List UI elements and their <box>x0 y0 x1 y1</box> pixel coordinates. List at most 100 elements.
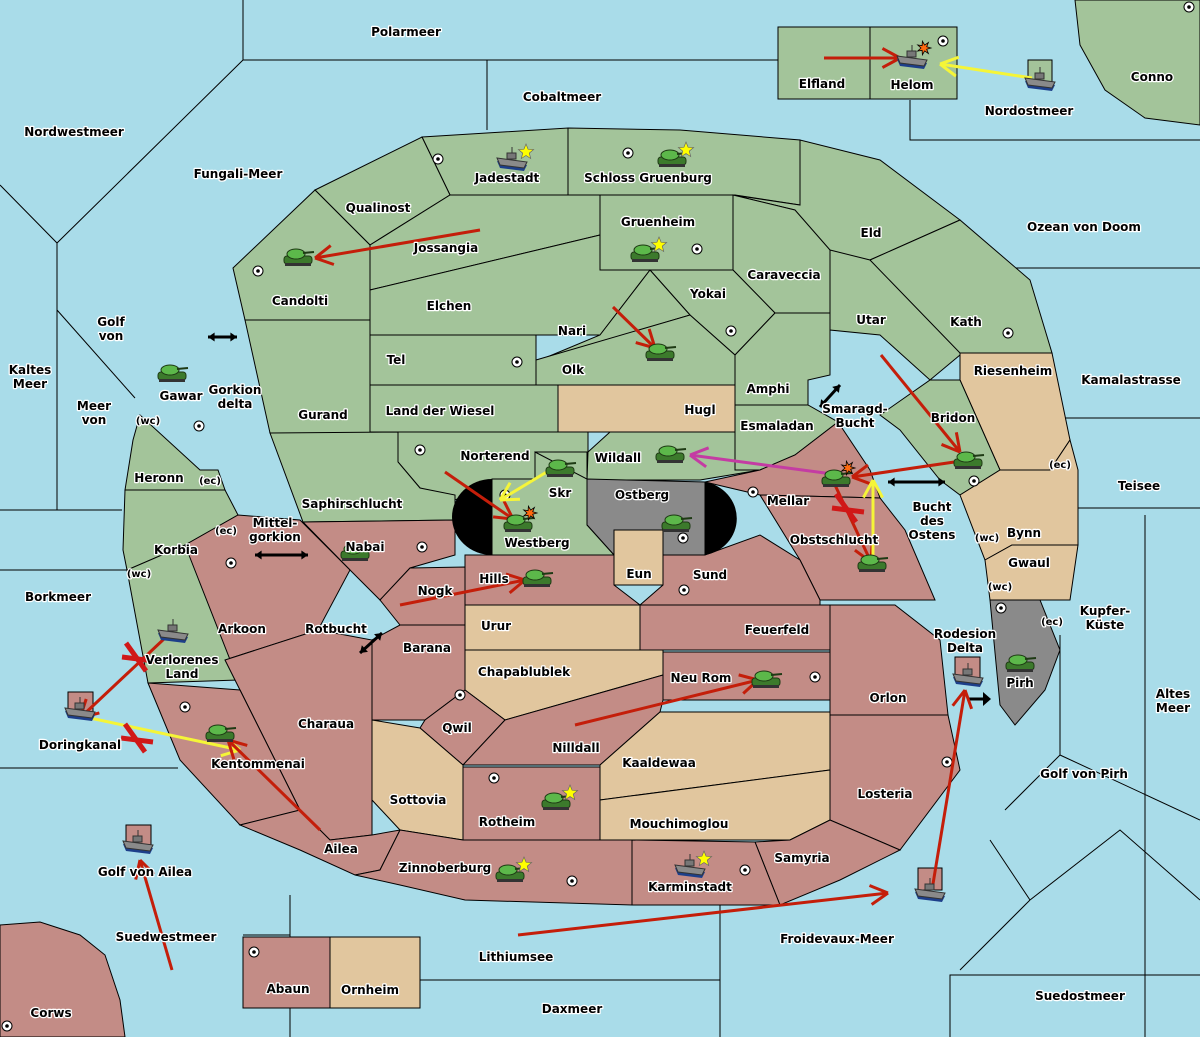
fleet-icon[interactable] <box>952 663 984 687</box>
supply-center-icon <box>739 864 751 876</box>
army-icon[interactable] <box>857 554 889 572</box>
province-label-jossangia: Jossangia <box>413 241 478 255</box>
province-label-jadestadt: Jadestadt <box>474 171 540 185</box>
sea-label-polarmeer: Polarmeer <box>371 25 441 39</box>
army-icon[interactable] <box>1005 654 1037 672</box>
star-icon <box>677 141 695 158</box>
province-conno[interactable] <box>1074 0 1200 126</box>
fleet-icon[interactable] <box>674 854 706 878</box>
province-label-mellar: Mellar <box>767 494 809 508</box>
supply-center-icon <box>995 602 1007 614</box>
impassable-cap-east <box>705 482 737 555</box>
supply-center-icon <box>968 475 980 487</box>
province-corws[interactable] <box>0 921 126 1037</box>
sea-label-rotbucht: Rotbucht <box>305 622 367 636</box>
fleet-icon[interactable] <box>64 697 96 721</box>
fleet-icon[interactable] <box>122 830 154 854</box>
army-icon[interactable] <box>821 469 853 487</box>
sea-label-nordwestmeer: Nordwestmeer <box>24 125 124 139</box>
province-label-qualinost: Qualinost <box>346 201 411 215</box>
fleet-icon[interactable] <box>496 147 528 171</box>
army-icon[interactable] <box>340 543 372 561</box>
explosion-icon <box>916 39 933 57</box>
army-icon[interactable] <box>522 569 554 587</box>
supply-center-icon <box>941 756 953 768</box>
sea-label-froidevaux-meer: Froidevaux-Meer <box>780 932 894 946</box>
province-label-helom: Helom <box>890 78 933 92</box>
army-icon[interactable] <box>655 445 687 463</box>
province-label-gawar: Gawar <box>159 389 202 403</box>
fleet-icon[interactable] <box>157 619 189 643</box>
coast-label: (ec) <box>1041 617 1063 628</box>
failed-order-cross <box>121 641 155 673</box>
army-icon[interactable] <box>205 724 237 742</box>
province-karminstadt[interactable] <box>631 839 781 906</box>
army-icon[interactable] <box>283 248 315 266</box>
province-label-ailea: Ailea <box>324 842 358 856</box>
province-label-mouchimoglou: Mouchimoglou <box>630 817 729 831</box>
army-icon[interactable] <box>953 451 985 469</box>
army-icon[interactable] <box>541 792 573 810</box>
army-icon[interactable] <box>495 864 527 882</box>
sea-label-lithiumsee: Lithiumsee <box>479 950 554 964</box>
fleet-icon[interactable] <box>1024 67 1056 91</box>
province-label-sund: Sund <box>693 568 727 582</box>
sea-label-kupfer-kueste: Kupfer-Küste <box>1080 604 1130 632</box>
province-label-abaun: Abaun <box>266 982 309 996</box>
supply-center-icon <box>937 35 949 47</box>
province-gruenheim[interactable] <box>599 194 734 271</box>
sea-label-golf-von-ailea: Golf von Ailea <box>98 865 192 879</box>
province-label-utar: Utar <box>856 313 886 327</box>
explosion-icon <box>522 504 539 522</box>
army-icon[interactable] <box>545 459 577 477</box>
order-support-nordostmeer <box>939 55 1033 80</box>
army-icon[interactable] <box>630 244 662 262</box>
supply-center-icon <box>179 701 191 713</box>
sea-border <box>989 839 1031 901</box>
province-label-skr: Skr <box>549 486 572 500</box>
province-label-karminstadt: Karminstadt <box>648 880 732 894</box>
army-icon[interactable] <box>645 343 677 361</box>
supply-center-icon <box>1183 1 1195 13</box>
province-ornheim[interactable] <box>329 936 421 1009</box>
province-label-norterend: Norterend <box>460 449 529 463</box>
coast-label: (ec) <box>215 526 237 537</box>
army-icon[interactable] <box>157 364 189 382</box>
province-label-ornheim: Ornheim <box>341 983 399 997</box>
province-kath[interactable] <box>869 219 1053 354</box>
province-label-samyria: Samyria <box>774 851 829 865</box>
province-label-charaua: Charaua <box>298 717 354 731</box>
supply-center-icon <box>193 420 205 432</box>
province-label-elchen: Elchen <box>427 299 472 313</box>
province-orlon[interactable] <box>829 604 949 716</box>
sea-border <box>1029 829 1200 901</box>
province-label-conno: Conno <box>1131 70 1173 84</box>
supply-center-icon <box>678 584 690 596</box>
fleet-icon[interactable] <box>914 878 946 902</box>
order-move-suedwestmeer-golf-von-ailea <box>134 858 174 971</box>
province-rotheim[interactable] <box>462 766 601 841</box>
army-icon[interactable] <box>751 670 783 688</box>
sea-label-borkmeer: Borkmeer <box>25 590 91 604</box>
province-label-pirh: Pirh <box>1006 676 1033 690</box>
sea-label-suedostmeer: Suedostmeer <box>1035 989 1125 1003</box>
coast-label: (ec) <box>1049 460 1071 471</box>
province-label-riesenheim: Riesenheim <box>974 364 1053 378</box>
province-nogk[interactable] <box>379 566 466 626</box>
star-icon <box>650 236 668 253</box>
province-label-gwaul: Gwaul <box>1008 556 1050 570</box>
order-special-mellar-wildall <box>689 446 841 477</box>
supply-center-icon <box>511 356 523 368</box>
army-icon[interactable] <box>661 514 693 532</box>
province-label-corws: Corws <box>30 1006 71 1020</box>
province-label-heronn: Heronn <box>134 471 183 485</box>
province-label-ostberg: Ostberg <box>615 488 669 502</box>
province-label-zinnoberburg: Zinnoberburg <box>399 861 491 875</box>
coast-label: (wc) <box>988 582 1012 593</box>
fleet-icon[interactable] <box>896 45 928 69</box>
army-icon[interactable] <box>503 514 535 532</box>
